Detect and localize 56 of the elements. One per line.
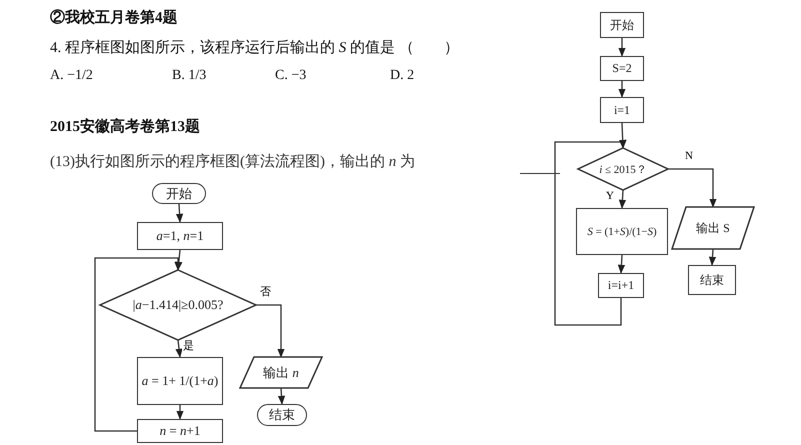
node-text: 开始	[166, 184, 192, 202]
arrow	[708, 248, 716, 266]
process-box	[688, 265, 736, 295]
node-text: i ≤ 2015？	[599, 162, 647, 176]
question-text: (13)执行如图所示的程序框图(算法流程图)，输出的 n 为	[50, 152, 415, 171]
decision-diamond	[100, 270, 256, 340]
arrow	[278, 388, 286, 405]
node-text: 结束	[700, 272, 724, 288]
process-box	[137, 419, 223, 443]
edge-label: N	[684, 151, 694, 162]
question-text: 4. 程序框图如图所示，该程序运行后输出的 S 的值是 （ ）	[50, 38, 459, 57]
arrow	[618, 81, 626, 98]
node-text: 开始	[610, 16, 634, 34]
io-parallelogram	[240, 357, 322, 388]
arrow	[554, 140, 627, 326]
process-box	[600, 56, 644, 81]
node-text: i=1	[614, 102, 630, 118]
process-box	[137, 222, 223, 250]
io-parallelogram	[672, 207, 754, 249]
process-box	[137, 357, 223, 405]
process-box	[598, 273, 644, 298]
process-box	[600, 12, 644, 38]
process-box	[600, 97, 644, 123]
answer-option: B. 1/3	[172, 68, 206, 84]
arrow	[175, 340, 183, 358]
node-text: a=1, n=1	[156, 228, 204, 244]
arrow	[618, 190, 626, 209]
arrow	[256, 304, 285, 358]
node-text: i=i+1	[608, 278, 634, 293]
arrow	[618, 254, 626, 274]
decision-diamond	[578, 148, 668, 190]
answer-option: C. −3	[275, 68, 306, 84]
process-box	[576, 208, 668, 255]
edge-label: 是	[182, 341, 195, 352]
answer-option: A. −1/2	[50, 68, 93, 84]
section-heading: 2015安徽高考卷第13题	[50, 117, 200, 136]
terminal-box	[152, 183, 206, 204]
node-text: S = (1+S)/(1−S)	[587, 226, 657, 238]
edge-label: Y	[605, 191, 615, 202]
arrow	[618, 38, 626, 57]
terminal-box	[257, 404, 307, 426]
section-heading: ②我校五月卷第4题	[50, 8, 178, 27]
node-text: S=2	[612, 61, 632, 76]
arrow	[176, 204, 184, 223]
node-text: 结束	[269, 406, 295, 424]
arrow	[668, 168, 717, 208]
node-text: 输出 S	[696, 220, 730, 236]
arrow	[94, 257, 182, 432]
answer-option: D. 2	[390, 68, 414, 84]
node-text: 输出 n	[263, 364, 299, 382]
arrow	[176, 405, 184, 420]
node-text: n = n+1	[160, 423, 200, 439]
edge-label: 否	[259, 287, 272, 298]
arrow	[175, 250, 182, 271]
node-text: a = 1+ 1/(1+a)	[142, 373, 218, 389]
node-text: |a−1.414|≥0.005?	[132, 297, 224, 313]
